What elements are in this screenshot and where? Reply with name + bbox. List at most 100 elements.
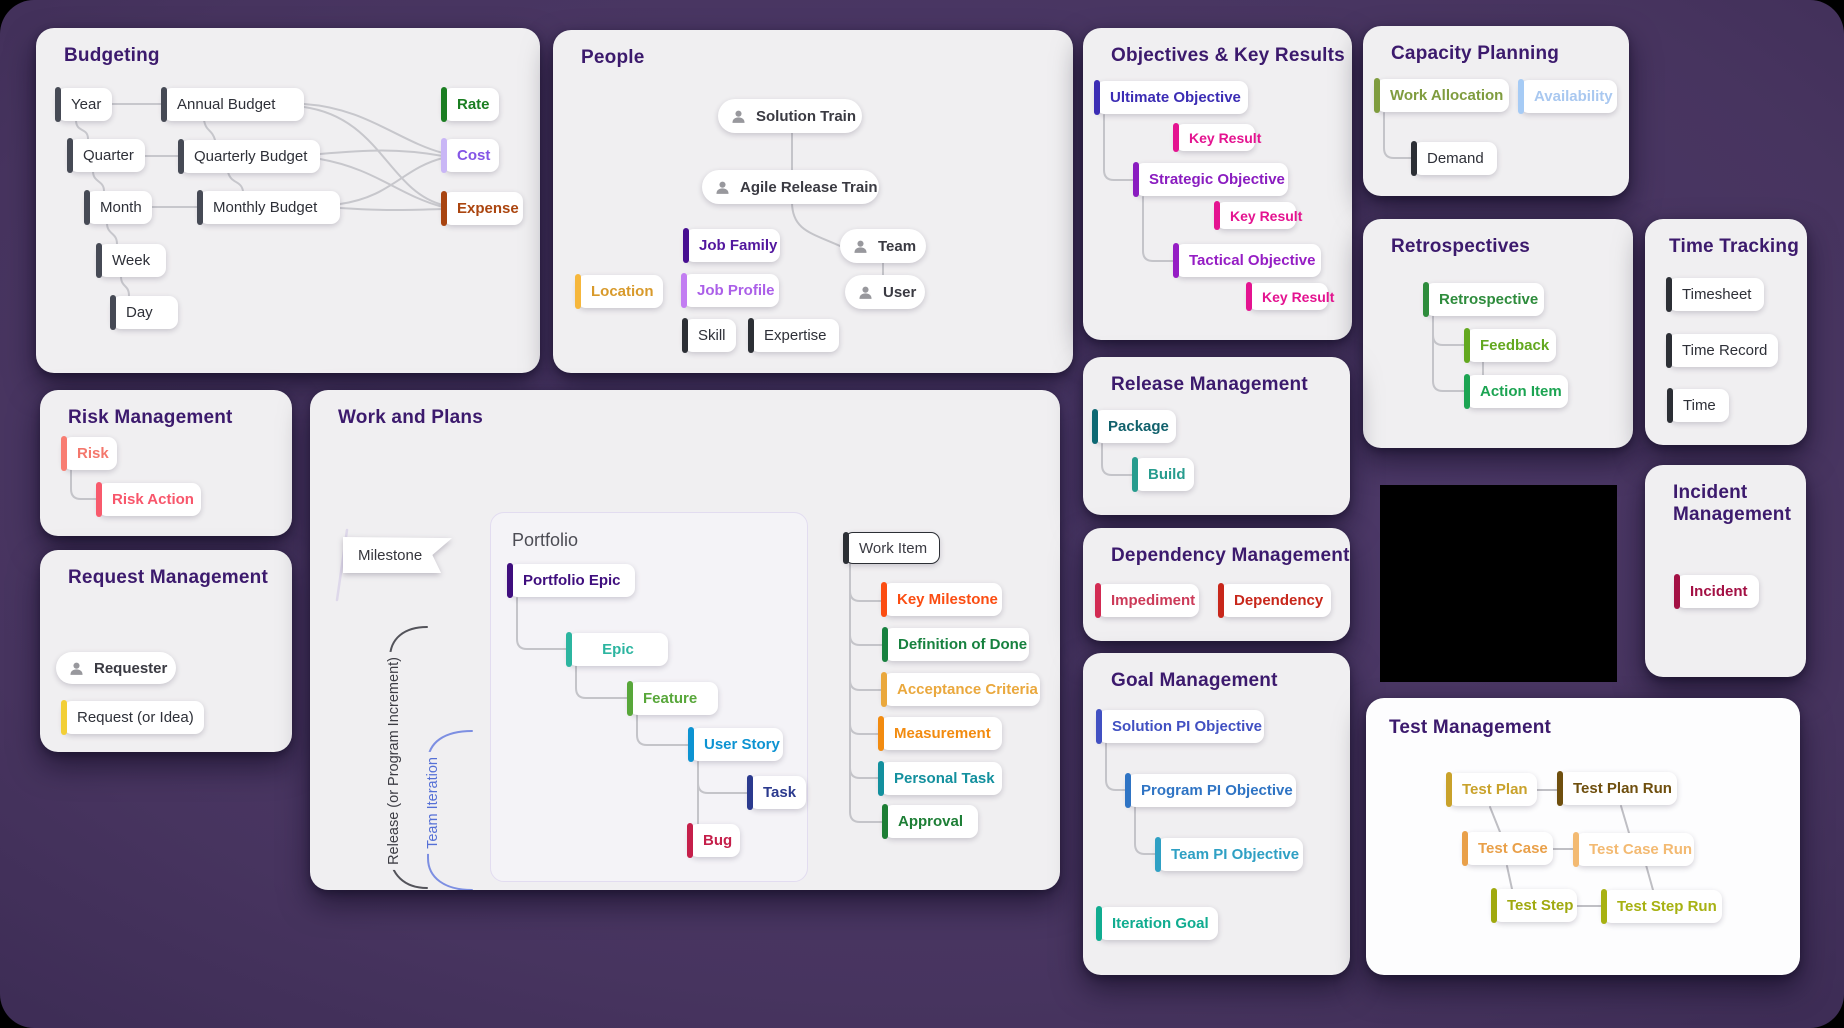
node-program-pi-objective[interactable]: Program PI Objective [1125, 773, 1296, 808]
color-bar [881, 582, 887, 617]
node-test-plan-run[interactable]: Test Plan Run [1557, 771, 1677, 806]
node-incident[interactable]: Incident [1674, 574, 1759, 609]
color-bar [61, 700, 67, 735]
node-quarter[interactable]: Quarter [67, 138, 145, 173]
node-feature[interactable]: Feature [627, 681, 718, 716]
label: Retrospective [1439, 291, 1539, 308]
label: Program PI Objective [1141, 782, 1293, 799]
node-key-result-2[interactable]: Key Result [1214, 201, 1302, 230]
node-retrospective[interactable]: Retrospective [1423, 282, 1544, 317]
node-expense[interactable]: Expense [441, 191, 523, 226]
node-location[interactable]: Location [575, 274, 663, 309]
node-task[interactable]: Task [747, 775, 806, 810]
person-icon [857, 284, 874, 301]
node-solution-pi-objective[interactable]: Solution PI Objective [1096, 709, 1264, 744]
node-key-milestone[interactable]: Key Milestone [881, 582, 1002, 617]
node-test-step-run[interactable]: Test Step Run [1601, 889, 1722, 924]
color-bar [1573, 832, 1579, 867]
node-time-record[interactable]: Time Record [1666, 333, 1778, 368]
label: Rate [457, 96, 490, 113]
node-bug[interactable]: Bug [687, 823, 740, 858]
node-ultimate-objective[interactable]: Ultimate Objective [1094, 80, 1248, 115]
label: Requester [94, 659, 168, 677]
node-annual-budget[interactable]: Annual Budget [161, 87, 304, 122]
redacted-black-box [1380, 485, 1617, 682]
panel-request-management: Request Management Requester Request (or… [40, 550, 292, 752]
node-team[interactable]: Team [840, 229, 926, 263]
node-impediment[interactable]: Impediment [1095, 583, 1199, 618]
node-risk[interactable]: Risk [61, 436, 117, 471]
node-cost[interactable]: Cost [441, 138, 499, 173]
color-bar [178, 139, 184, 174]
node-time[interactable]: Time [1667, 388, 1729, 423]
node-work-allocation[interactable]: Work Allocation [1374, 78, 1509, 113]
person-icon [714, 179, 731, 196]
node-acceptance-criteria[interactable]: Acceptance Criteria [881, 672, 1040, 707]
node-quarterly-budget[interactable]: Quarterly Budget [178, 139, 320, 174]
node-week[interactable]: Week [96, 243, 166, 278]
node-agile-release-train[interactable]: Agile Release Train [702, 170, 879, 204]
node-epic[interactable]: Epic [566, 632, 668, 667]
node-work-item[interactable]: Work Item [843, 532, 940, 564]
label: Work Item [859, 539, 928, 557]
node-action-item[interactable]: Action Item [1464, 374, 1568, 409]
label: Action Item [1480, 383, 1562, 400]
node-solution-train[interactable]: Solution Train [718, 99, 862, 133]
node-skill[interactable]: Skill [682, 318, 736, 353]
node-job-profile[interactable]: Job Profile [681, 273, 779, 308]
node-approval[interactable]: Approval [882, 804, 978, 839]
node-build[interactable]: Build [1132, 457, 1194, 492]
label: Feedback [1480, 337, 1550, 354]
color-bar [688, 727, 694, 762]
release-bracket-label: Release (or Program Increment) [384, 652, 404, 870]
panel-title: Capacity Planning [1391, 43, 1560, 64]
node-job-family[interactable]: Job Family [683, 228, 780, 263]
node-timesheet[interactable]: Timesheet [1666, 277, 1764, 312]
label: Iteration Goal [1112, 915, 1209, 932]
node-demand[interactable]: Demand [1411, 141, 1497, 176]
node-personal-task[interactable]: Personal Task [878, 761, 1002, 796]
node-package[interactable]: Package [1092, 409, 1176, 444]
node-rate[interactable]: Rate [441, 87, 499, 122]
node-tactical-objective[interactable]: Tactical Objective [1173, 243, 1321, 278]
color-bar [627, 681, 633, 716]
node-iteration-goal[interactable]: Iteration Goal [1096, 906, 1218, 941]
node-requester[interactable]: Requester [56, 652, 176, 684]
node-user-story[interactable]: User Story [688, 727, 783, 762]
node-test-case[interactable]: Test Case [1462, 831, 1553, 866]
node-strategic-objective[interactable]: Strategic Objective [1133, 162, 1288, 197]
color-bar [1423, 282, 1429, 317]
node-key-result-3[interactable]: Key Result [1246, 282, 1334, 311]
color-bar [197, 190, 203, 225]
milestone-flag[interactable]: Milestone [343, 537, 452, 573]
node-measurement[interactable]: Measurement [878, 716, 1002, 751]
label: Week [112, 252, 151, 269]
label: Month [100, 199, 142, 216]
node-dependency[interactable]: Dependency [1218, 583, 1331, 618]
node-day[interactable]: Day [110, 295, 178, 330]
node-test-case-run[interactable]: Test Case Run [1573, 832, 1694, 867]
node-test-plan[interactable]: Test Plan [1446, 772, 1537, 807]
node-portfolio-epic[interactable]: Portfolio Epic [507, 563, 635, 598]
node-year[interactable]: Year [55, 87, 112, 122]
node-risk-action[interactable]: Risk Action [96, 482, 201, 517]
node-request-or-idea[interactable]: Request (or Idea) [61, 700, 204, 735]
node-month[interactable]: Month [84, 190, 152, 225]
label: Job Family [699, 237, 778, 254]
node-monthly-budget[interactable]: Monthly Budget [197, 190, 340, 225]
label: Measurement [894, 725, 991, 742]
color-bar [566, 632, 572, 667]
node-test-step[interactable]: Test Step [1491, 888, 1577, 923]
label: Quarterly Budget [194, 148, 308, 165]
node-availability[interactable]: Availability [1518, 79, 1617, 114]
label: Request (or Idea) [77, 709, 194, 726]
color-bar [882, 627, 888, 662]
node-definition-of-done[interactable]: Definition of Done [882, 627, 1029, 662]
node-user[interactable]: User [845, 275, 925, 309]
node-team-pi-objective[interactable]: Team PI Objective [1155, 837, 1303, 872]
color-bar [1667, 388, 1673, 423]
node-feedback[interactable]: Feedback [1464, 328, 1556, 363]
node-key-result-1[interactable]: Key Result [1173, 123, 1261, 152]
panel-title: Work and Plans [338, 407, 483, 428]
node-expertise[interactable]: Expertise [748, 318, 839, 353]
